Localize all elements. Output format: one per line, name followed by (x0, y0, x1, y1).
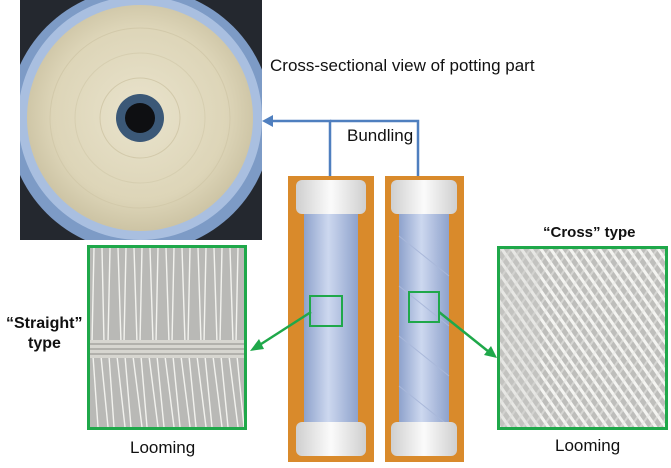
cross-section-title: Cross-sectional view of potting part (270, 56, 535, 75)
looming-right-label: Looming (555, 436, 621, 455)
straight-looming-photo (87, 245, 247, 430)
module-straight (296, 180, 366, 456)
cross-section-photo (20, 0, 262, 240)
straight-type-label-line1: “Straight” (6, 315, 83, 332)
cross-type-label: “Cross” type (543, 224, 636, 241)
looming-left-label: Looming (130, 438, 196, 457)
module-cross (391, 180, 457, 456)
cross-looming-photo (497, 246, 668, 430)
straight-type-label-line2: type (28, 335, 61, 352)
bundling-label: Bundling (347, 126, 414, 145)
